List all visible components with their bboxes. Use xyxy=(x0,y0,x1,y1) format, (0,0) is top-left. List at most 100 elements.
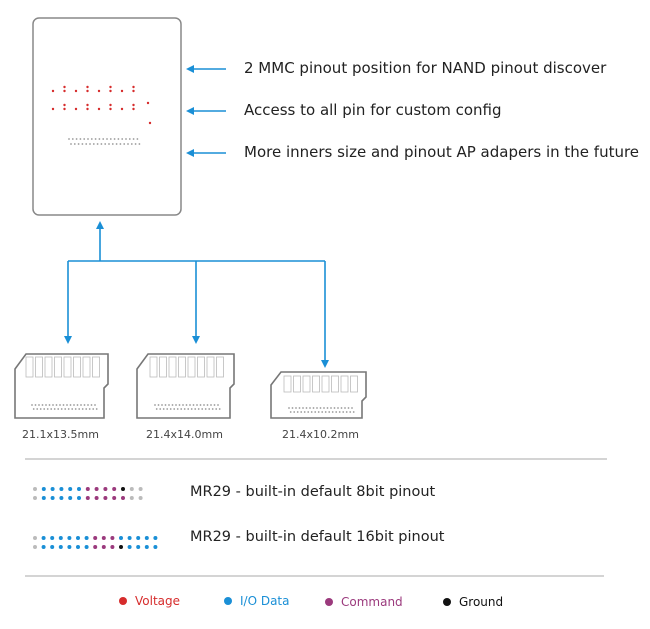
adapter-pin xyxy=(92,408,95,410)
adapter-card-3 xyxy=(270,371,367,419)
adapter-pin xyxy=(338,411,341,413)
adapter-pin xyxy=(31,404,33,406)
header-pin xyxy=(77,143,80,145)
adapter-pin xyxy=(351,407,353,409)
header-pin xyxy=(81,143,84,145)
adapter-pin xyxy=(168,404,170,406)
adapter-pin xyxy=(312,407,315,409)
contact-slot xyxy=(331,375,339,393)
adapter-pin xyxy=(302,407,304,409)
board-pad xyxy=(109,85,112,89)
pinout-dot xyxy=(153,545,158,549)
adapter-pin xyxy=(347,407,350,409)
contact-slot xyxy=(340,375,349,393)
contact-slot xyxy=(159,356,167,378)
pinout-dot xyxy=(112,487,117,491)
pinout-dot xyxy=(76,536,80,540)
pinout-dot xyxy=(84,536,89,540)
adapter-pin xyxy=(88,408,91,410)
pinout-16bit-dots xyxy=(33,536,158,549)
adapter-pin xyxy=(155,408,158,410)
adapter-pin xyxy=(187,408,190,410)
adapter-pin xyxy=(38,404,40,406)
header-pin xyxy=(104,143,107,145)
contact-slot xyxy=(82,356,91,378)
pinout-dot xyxy=(58,536,63,540)
header-pin xyxy=(125,138,127,140)
header-pin xyxy=(79,138,82,140)
pinout-dot xyxy=(33,496,37,500)
adapter-pin xyxy=(64,408,67,410)
adapter-pin xyxy=(67,408,70,410)
callout-text-1: 2 MMC pinout position for NAND pinout di… xyxy=(244,59,607,77)
pinout-dot xyxy=(85,487,90,491)
board-pad-array xyxy=(51,85,152,125)
pinout-8bit-dots xyxy=(33,487,143,500)
adapter-pin xyxy=(180,408,183,410)
contact-slot xyxy=(149,356,158,378)
contact-slot xyxy=(312,375,320,393)
pinout-dot xyxy=(59,487,64,491)
pinout-dot xyxy=(85,496,90,500)
adapter-pin xyxy=(178,404,181,406)
adapter-pin xyxy=(217,404,219,406)
contact-slot xyxy=(92,356,100,378)
adapter-pin xyxy=(50,408,53,410)
pinout-dot xyxy=(121,487,125,491)
contact-slot xyxy=(178,356,186,378)
pinout-label-8bit: MR29 - built-in default 8bit pinout xyxy=(190,484,436,500)
adapter-pin xyxy=(173,408,176,410)
adapter-pin xyxy=(76,404,79,406)
adapter-pin xyxy=(154,404,156,406)
adapter-pin xyxy=(161,404,163,406)
header-pin xyxy=(121,138,124,140)
contact-slot xyxy=(168,356,177,378)
legend-ground: Ground xyxy=(443,595,503,609)
adapter-pin xyxy=(94,404,96,406)
adapter-pin xyxy=(310,411,313,413)
adapter-pin xyxy=(171,404,174,406)
board-pad xyxy=(97,107,101,111)
pinout-dot xyxy=(33,545,37,549)
pinout-dot xyxy=(110,536,115,540)
pinout-dot xyxy=(129,487,134,491)
pinout-dot xyxy=(127,545,132,549)
adapter-pin xyxy=(69,404,72,406)
adapter-pin xyxy=(157,404,160,406)
contact-slot xyxy=(54,356,62,378)
callout-text-2: Access to all pin for custom config xyxy=(244,101,502,119)
adapter-pin xyxy=(190,408,193,410)
header-pin xyxy=(108,143,110,145)
adapter-pin xyxy=(62,404,65,406)
adapter-pin xyxy=(289,411,292,413)
board-pad xyxy=(109,89,112,93)
connector-tree xyxy=(64,221,329,368)
header-pin xyxy=(94,138,97,140)
adapter-pin xyxy=(321,411,324,413)
contact-slot xyxy=(63,356,72,378)
header-pin xyxy=(127,143,129,145)
adapter-pin xyxy=(196,404,198,406)
pinout-dot xyxy=(33,536,37,540)
adapter-pin xyxy=(41,404,44,406)
adapter-pin xyxy=(344,407,346,409)
header-pin xyxy=(136,138,139,140)
header-pin xyxy=(128,138,131,140)
header-pin xyxy=(98,138,101,140)
pinout-dot xyxy=(112,496,117,500)
contact-slot xyxy=(321,375,330,393)
contact-slot xyxy=(350,375,358,393)
adapter-pin xyxy=(53,408,56,410)
legend-label: Command xyxy=(341,595,403,609)
pinout-dot xyxy=(103,496,108,500)
pinout-dot xyxy=(84,545,89,549)
pinout-dot xyxy=(50,496,55,500)
pinout-dot xyxy=(41,487,46,491)
board-pad xyxy=(86,107,89,111)
header-pin xyxy=(90,138,93,140)
adapter-pin xyxy=(182,404,184,406)
header-pin xyxy=(123,143,126,145)
adapter-pin xyxy=(326,407,329,409)
adapter-pin xyxy=(303,411,306,413)
